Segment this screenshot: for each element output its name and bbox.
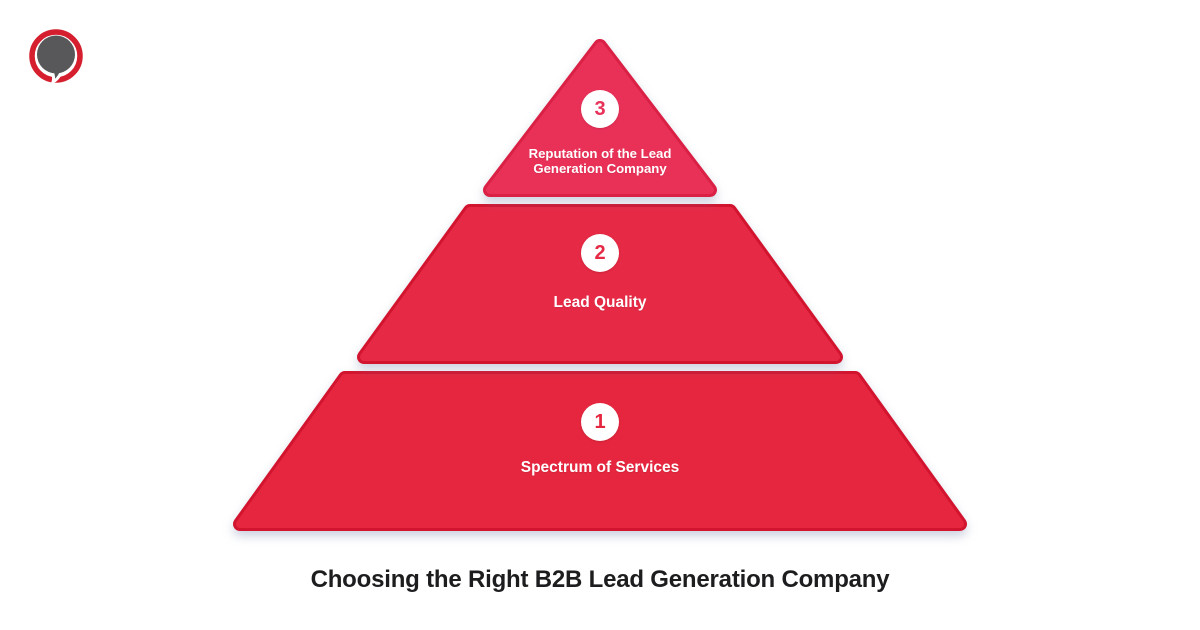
tier-1-shape xyxy=(233,371,967,531)
tier-1-number-badge: 1 xyxy=(581,403,619,441)
page-title: Choosing the Right B2B Lead Generation C… xyxy=(310,566,890,593)
tier-3-number-badge: 3 xyxy=(581,90,619,128)
tier-3-label: Reputation of the Lead Generation Compan… xyxy=(528,146,672,176)
tier-2-shape xyxy=(357,204,843,364)
speech-bubble-logo-icon xyxy=(29,29,83,86)
tier-1-label: Spectrum of Services xyxy=(520,459,680,476)
logo-bubble xyxy=(37,35,75,74)
tier-2-number-badge: 2 xyxy=(581,234,619,272)
tier-2-fill xyxy=(360,207,840,361)
tier-2-label: Lead Quality xyxy=(553,294,647,311)
tier-1-fill xyxy=(236,374,964,528)
